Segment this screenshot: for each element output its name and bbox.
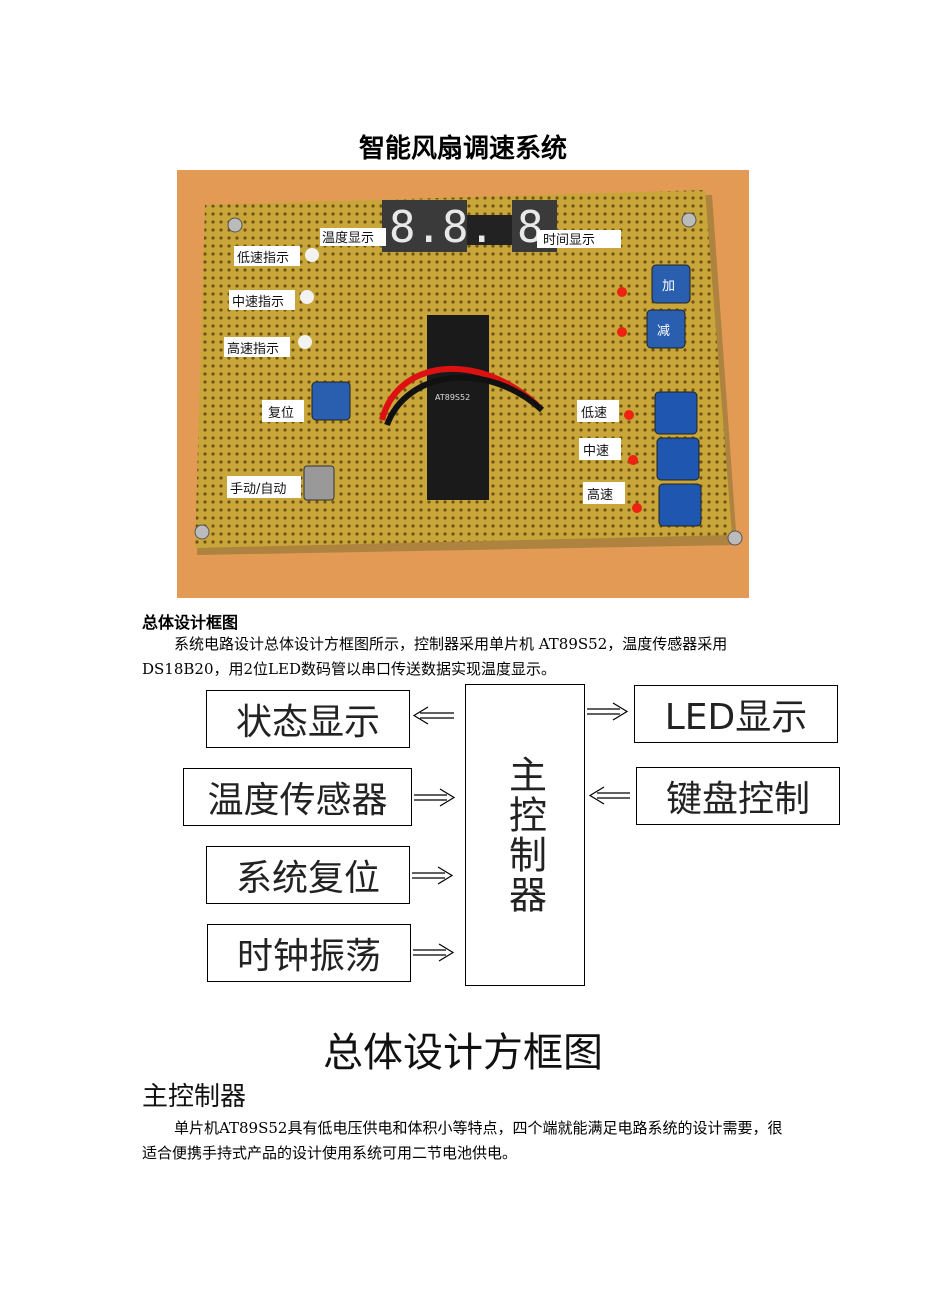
block-keyboard-control: 键盘控制	[636, 767, 840, 825]
section-paragraph-overall: 系统电路设计总体设计方框图所示，控制器采用单片机 AT89S52，温度传感器采用…	[142, 635, 728, 678]
arrow-keyboard-control	[588, 786, 630, 805]
arrow-clock-oscillator	[413, 943, 455, 962]
label-high: 高速	[587, 487, 613, 503]
block-temp-sensor: 温度传感器	[183, 768, 412, 826]
section-heading-main-controller: 主控制器	[142, 1082, 247, 1112]
label-high-indicator: 高速指示	[227, 341, 279, 357]
diagram-caption: 总体设计方框图	[323, 1030, 603, 1076]
label-mid-indicator: 中速指示	[232, 295, 284, 310]
label-sub: 减	[657, 324, 670, 339]
block-clock-oscillator: 时钟振荡	[207, 924, 411, 982]
label-reset: 复位	[268, 406, 294, 421]
label-mid: 中速	[583, 444, 609, 459]
label-manual-auto: 手动/自动	[230, 482, 286, 497]
label-time: 时间显示	[543, 233, 595, 248]
block-led-display: LED显示	[634, 685, 838, 743]
label-low: 低速	[581, 406, 607, 421]
arrow-system-reset	[412, 866, 454, 885]
label-low-indicator: 低速指示	[237, 251, 289, 266]
circuit-board-illustration: 8.8. 8 AT89S52 温度显示 时	[177, 170, 749, 598]
arrow-temp-sensor	[414, 788, 456, 807]
label-add: 加	[662, 279, 675, 294]
svg-text:8.8.: 8.8.	[389, 202, 495, 253]
arrow-led-display	[587, 702, 629, 721]
circuit-board-photo: 8.8. 8 AT89S52 温度显示 时	[177, 170, 749, 598]
section-heading-overall: 总体设计框图	[142, 613, 239, 632]
block-status-display: 状态显示	[206, 690, 410, 748]
page-title: 智能风扇调速系统	[358, 134, 567, 164]
chip-label: AT89S52	[435, 393, 470, 402]
section-paragraph-main-controller: 单片机AT89S52具有低电压供电和体积小等特点，四个端就能满足电路系统的设计需…	[142, 1119, 783, 1162]
block-main-controller: 主控制器	[465, 684, 585, 986]
block-system-reset: 系统复位	[206, 846, 410, 904]
label-temp: 温度显示	[322, 230, 374, 246]
arrow-status-display	[412, 706, 454, 725]
